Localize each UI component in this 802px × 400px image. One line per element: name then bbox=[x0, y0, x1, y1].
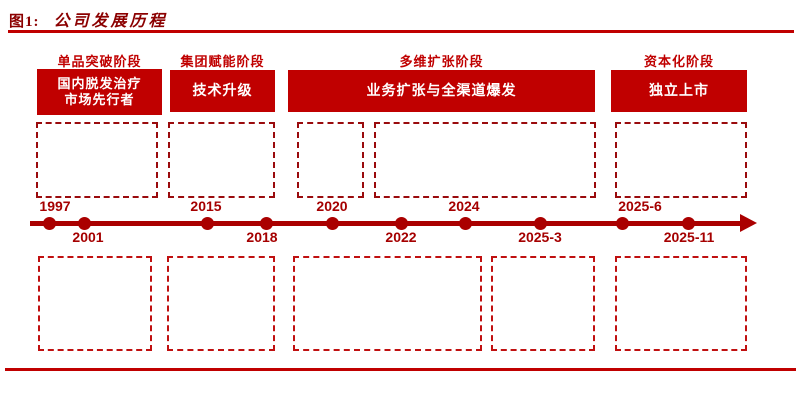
stage-label-2: 集团赋能阶段 bbox=[180, 54, 265, 69]
year-label-2024: 2024 bbox=[448, 198, 480, 214]
year-label-2025-11: 2025-11 bbox=[663, 229, 715, 245]
timeline-arrowhead-icon bbox=[740, 214, 757, 232]
title-divider-rule bbox=[8, 30, 794, 33]
figure-title: 图1: 公司发展历程 bbox=[9, 7, 168, 31]
timeline-dot-2025-11 bbox=[682, 217, 695, 230]
timeline-dot-2020 bbox=[326, 217, 339, 230]
timeline-dot-1997 bbox=[43, 217, 56, 230]
stage-label-3: 多维扩张阶段 bbox=[399, 54, 484, 69]
stage-label-4: 资本化阶段 bbox=[643, 54, 714, 69]
timeline-dot-2022 bbox=[395, 217, 408, 230]
milestone-box-1: 国内脱发治疗 市场先行者 bbox=[37, 69, 162, 115]
year-label-2025-6: 2025-6 bbox=[618, 198, 662, 214]
year-label-2025-3: 2025-3 bbox=[518, 229, 562, 245]
detail-box-top-5 bbox=[615, 122, 747, 198]
detail-box-top-1 bbox=[36, 122, 158, 198]
milestone-box-2: 技术升级 bbox=[170, 70, 275, 112]
bottom-divider-rule bbox=[5, 368, 796, 371]
detail-box-bottom-4 bbox=[491, 256, 595, 351]
year-label-2020: 2020 bbox=[316, 198, 348, 214]
figure-title-text: 公司发展历程 bbox=[53, 13, 168, 30]
timeline-dot-2018 bbox=[260, 217, 273, 230]
detail-box-top-2 bbox=[168, 122, 275, 198]
detail-box-top-3 bbox=[297, 122, 364, 198]
detail-box-bottom-2 bbox=[167, 256, 275, 351]
timeline-axis bbox=[30, 221, 742, 226]
milestone-box-4: 独立上市 bbox=[611, 70, 747, 112]
year-label-2022: 2022 bbox=[385, 229, 417, 245]
figure-number: 图1: bbox=[9, 14, 40, 30]
timeline-dot-2025-6 bbox=[616, 217, 629, 230]
detail-box-bottom-1 bbox=[38, 256, 152, 351]
detail-box-top-4 bbox=[374, 122, 596, 198]
year-label-2018: 2018 bbox=[246, 229, 278, 245]
year-label-1997: 1997 bbox=[39, 198, 71, 214]
timeline-dot-2001 bbox=[78, 217, 91, 230]
timeline-dot-2024 bbox=[459, 217, 472, 230]
stage-label-1: 单品突破阶段 bbox=[57, 54, 142, 69]
detail-box-bottom-5 bbox=[615, 256, 747, 351]
timeline-dot-2015 bbox=[201, 217, 214, 230]
timeline-dot-2025-3 bbox=[534, 217, 547, 230]
detail-box-bottom-3 bbox=[293, 256, 482, 351]
year-label-2015: 2015 bbox=[190, 198, 222, 214]
year-label-2001: 2001 bbox=[72, 229, 104, 245]
milestone-box-3: 业务扩张与全渠道爆发 bbox=[288, 70, 595, 112]
